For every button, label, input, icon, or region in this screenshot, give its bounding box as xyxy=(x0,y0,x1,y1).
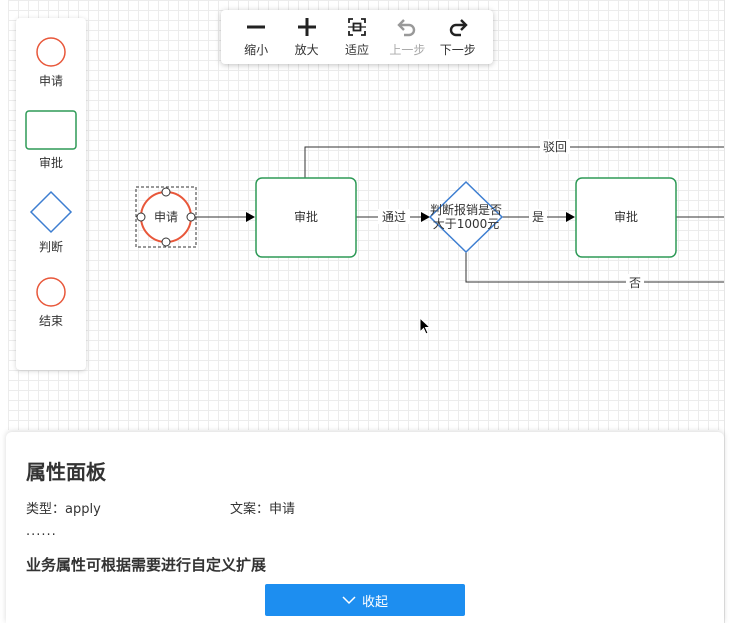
anchor-top[interactable] xyxy=(161,187,171,197)
diamond-icon xyxy=(29,190,73,234)
arrow-head xyxy=(246,212,255,222)
mouse-cursor-icon xyxy=(419,317,431,335)
anchor-right[interactable] xyxy=(186,212,196,222)
prop-text: 文案：申请 xyxy=(230,502,296,517)
arrow-head xyxy=(566,212,575,222)
node-decision-label-2: 大于1000元 xyxy=(433,217,500,231)
zoom-out-button[interactable]: 缩小 xyxy=(232,16,280,58)
edge-pass-label: 通过 xyxy=(382,210,406,224)
redo-label: 下一步 xyxy=(439,43,476,57)
palette-item-label: 判断 xyxy=(38,240,63,254)
node-palette: 申请 审批 判断 结束 xyxy=(16,18,86,370)
edge-reject-label: 驳回 xyxy=(543,140,567,154)
node-decision[interactable]: 判断报销是否 大于1000元 xyxy=(428,180,504,254)
canvas-edge xyxy=(724,0,749,623)
palette-item-approve[interactable]: 审批 xyxy=(16,110,86,171)
collapse-label: 收起 xyxy=(361,594,388,610)
zoom-out-label: 缩小 xyxy=(244,43,269,57)
fit-icon xyxy=(347,18,366,36)
panel-title: 属性面板 xyxy=(26,460,106,484)
node-apply[interactable]: 申请 xyxy=(135,186,197,248)
arrow-head xyxy=(421,212,430,222)
undo-icon xyxy=(397,19,416,37)
rect-icon xyxy=(25,110,77,150)
extension-note: 业务属性可根据需要进行自定义扩展 xyxy=(26,556,267,574)
undo-label: 上一步 xyxy=(389,43,426,57)
collapse-button[interactable]: 收起 xyxy=(265,584,465,616)
node-decision-label-1: 判断报销是否 xyxy=(430,202,502,217)
fit-label: 适应 xyxy=(344,43,369,57)
selection-box xyxy=(135,186,197,248)
zoom-in-label: 放大 xyxy=(294,43,319,57)
edge-reject[interactable] xyxy=(304,146,724,178)
anchor-left[interactable] xyxy=(136,212,146,222)
chevron-down-icon xyxy=(342,596,356,605)
anchor-bottom[interactable] xyxy=(161,237,171,247)
node-approve-1-label: 审批 xyxy=(294,209,318,224)
edge-no-label: 否 xyxy=(629,276,641,290)
zoom-in-button[interactable]: 放大 xyxy=(283,16,331,58)
redo-button[interactable]: 下一步 xyxy=(434,16,482,58)
circle-icon xyxy=(36,277,66,307)
minus-icon xyxy=(247,25,266,29)
toolbar: 缩小 放大 适应 上一步 下一步 xyxy=(221,10,493,64)
node-approve-2[interactable]: 审批 xyxy=(575,177,677,258)
palette-item-label: 申请 xyxy=(38,74,63,88)
redo-icon xyxy=(449,19,468,37)
palette-item-apply[interactable]: 申请 xyxy=(16,36,86,89)
undo-button[interactable]: 上一步 xyxy=(383,16,431,58)
node-approve-1[interactable]: 审批 xyxy=(255,177,357,258)
prop-type: 类型：apply xyxy=(26,502,101,517)
palette-item-label: 结束 xyxy=(38,314,63,328)
palette-item-end[interactable]: 结束 xyxy=(16,276,86,329)
circle-icon xyxy=(36,37,66,67)
panel-ellipsis: ...... xyxy=(26,524,57,539)
fit-button[interactable]: 适应 xyxy=(333,16,381,58)
palette-item-label: 审批 xyxy=(38,156,63,170)
node-apply-label: 申请 xyxy=(154,210,178,224)
flow-diagram[interactable]: 驳回 否 通过 是 申请 审批 判断报销是否 大于1000元 审批 xyxy=(8,0,724,430)
node-approve-2-label: 审批 xyxy=(614,209,638,224)
property-panel: 属性面板 类型：apply 文案：申请 ...... 业务属性可根据需要进行自定… xyxy=(6,432,724,623)
plus-icon xyxy=(297,18,316,36)
edge-yes-label: 是 xyxy=(532,210,544,224)
palette-item-decision[interactable]: 判断 xyxy=(16,190,86,255)
